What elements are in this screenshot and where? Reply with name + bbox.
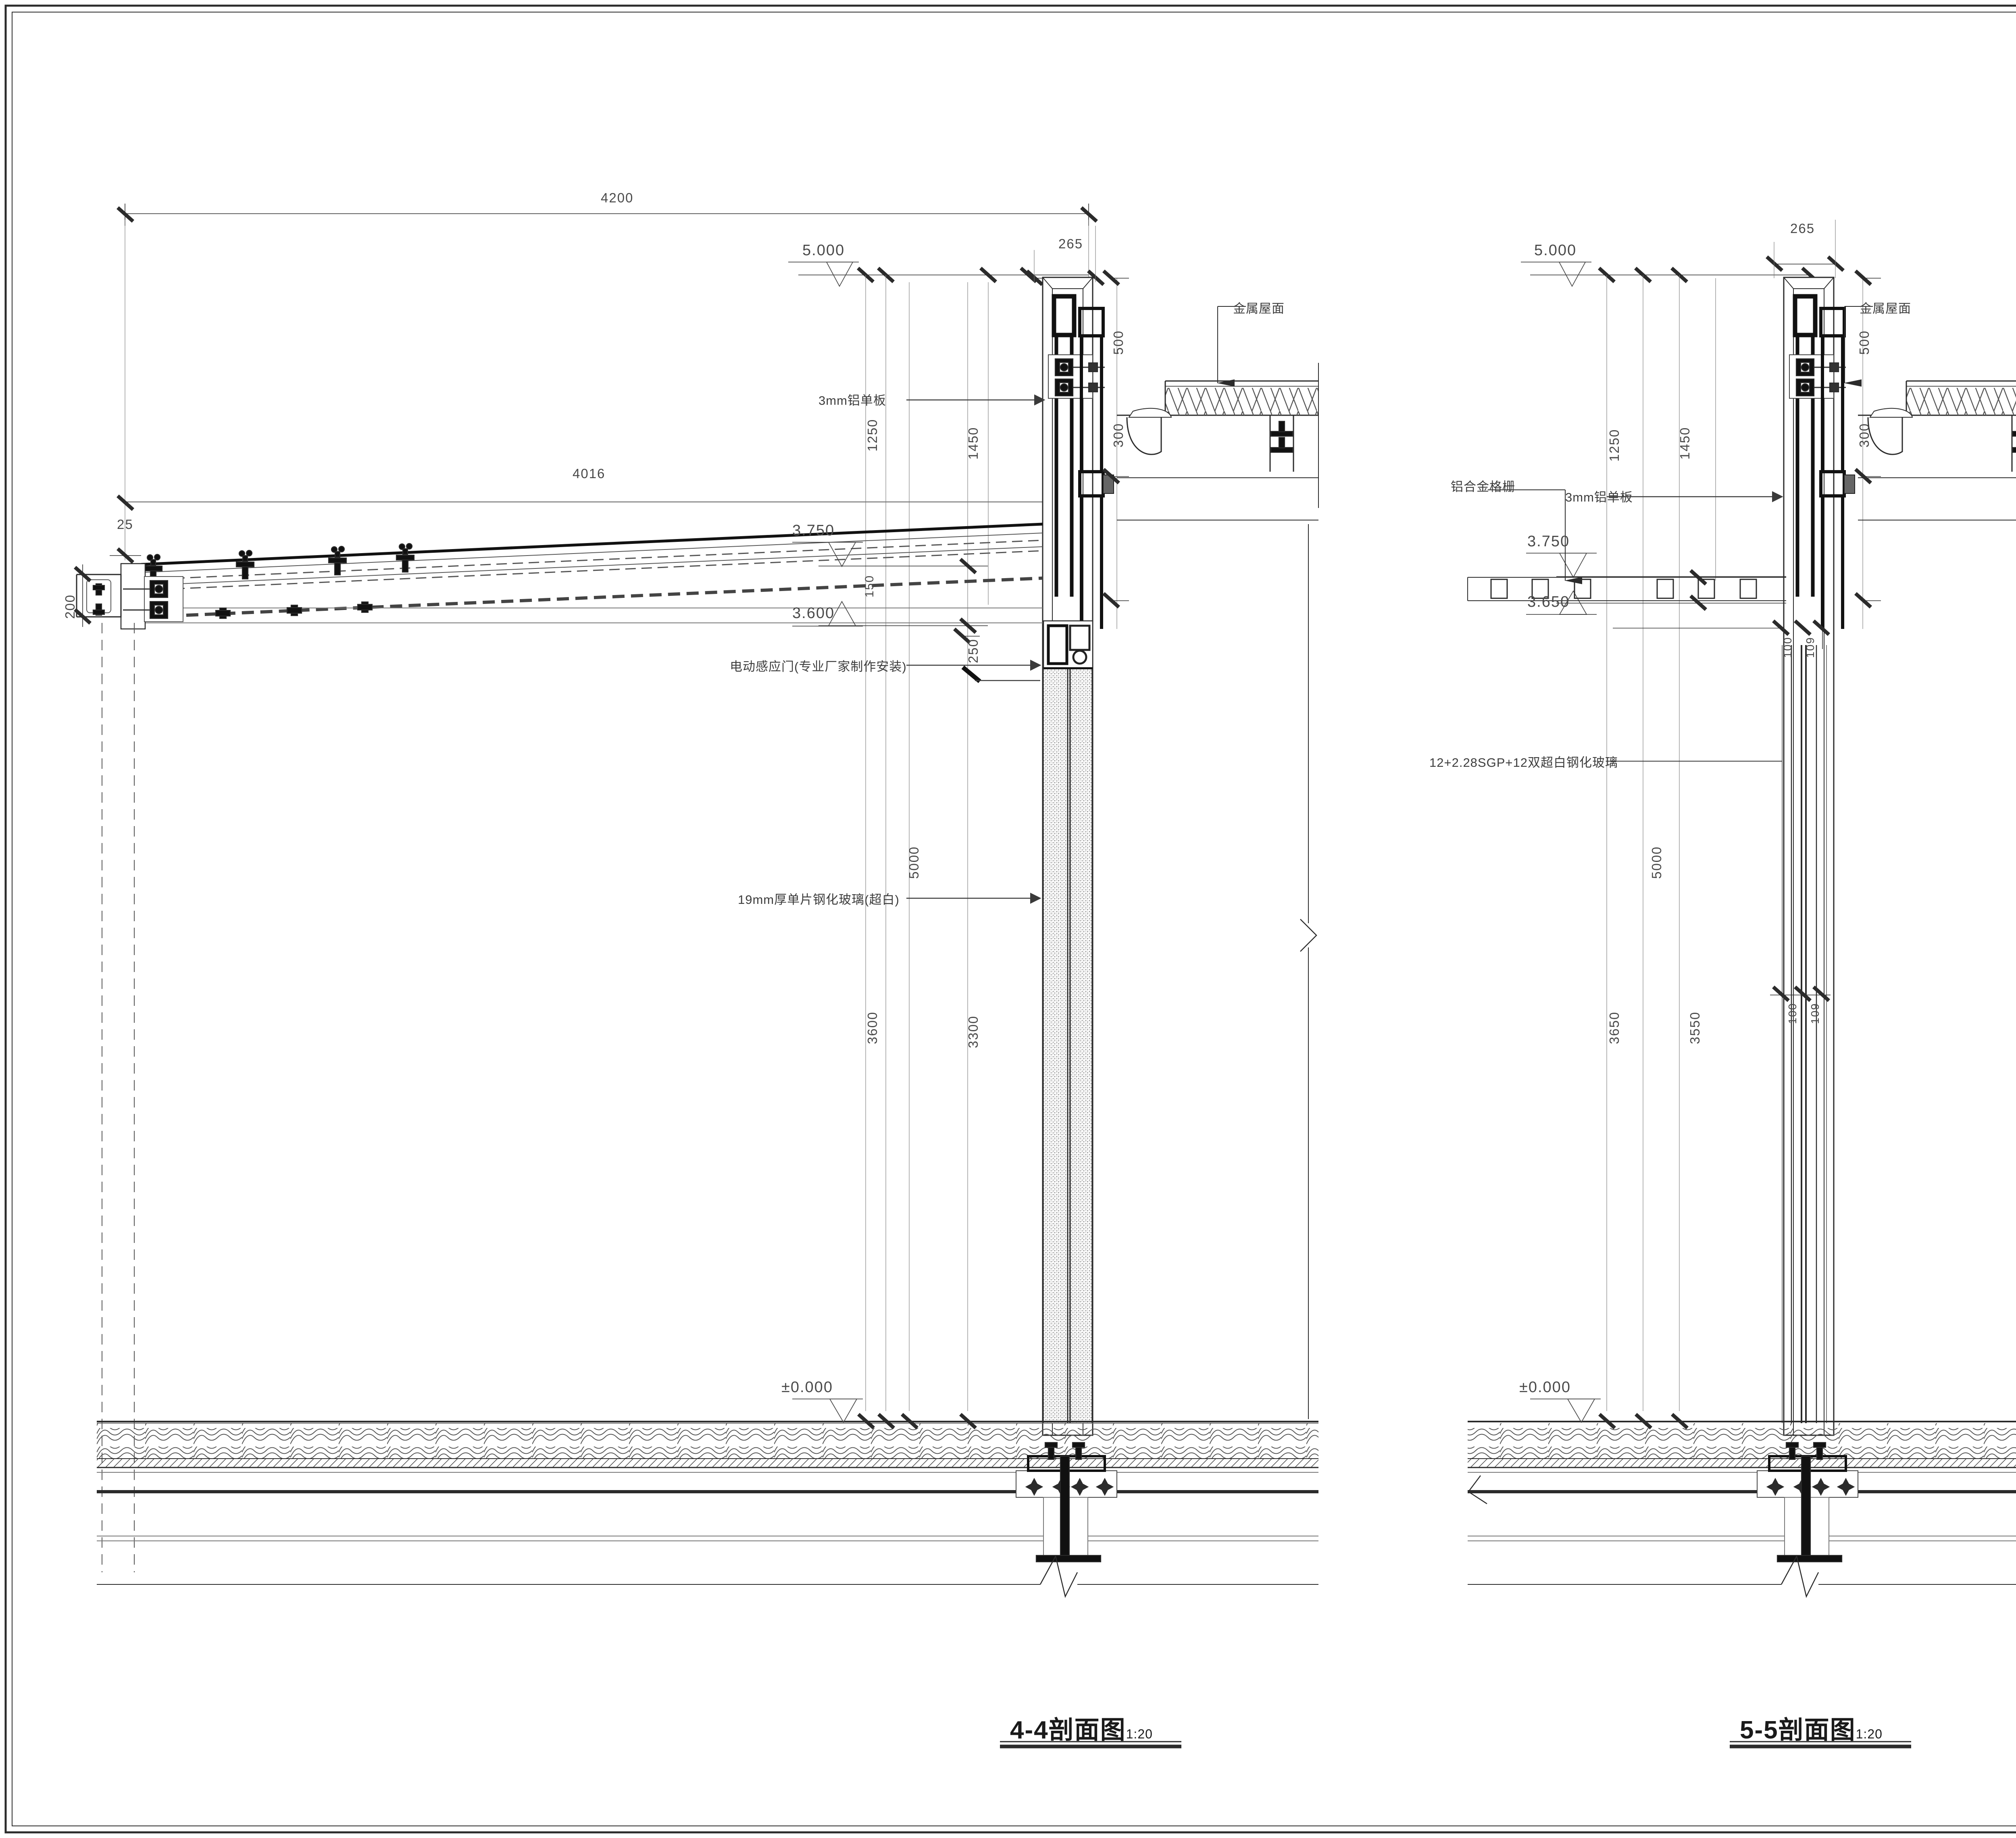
dimension-5000-right: 5000 [1649, 846, 1664, 879]
annotation-aluminium-panel-right: 3mm铝单板 [1565, 490, 1633, 504]
elevation-3600-left: 3.600 [792, 605, 835, 622]
elevation-5000-left: 5.000 [802, 242, 845, 259]
annotation-aluminium-panel-left: 3mm铝单板 [818, 393, 886, 408]
elevation-zero-right: ±0.000 [1519, 1379, 1571, 1396]
section-scale-4-4: 1:20 [1126, 1727, 1153, 1741]
elevation-3650-right: 3.650 [1527, 593, 1570, 610]
dimension-3600: 3600 [865, 1011, 880, 1044]
dimension-1250-left: 1250 [865, 418, 880, 452]
dimension-150: 150 [863, 575, 876, 597]
dimension-250: 250 [966, 638, 981, 663]
dimension-109-upper: 109 [1804, 637, 1816, 658]
dimension-5000-left: 5000 [906, 846, 921, 879]
section-title-5-5: 5-5剖面图1:20 [1740, 1709, 1883, 1746]
dimension-500-right: 500 [1857, 330, 1872, 355]
dimension-1250-right: 1250 [1607, 429, 1622, 462]
dimension-109-lower: 109 [1809, 1003, 1821, 1024]
dimension-300-left: 300 [1111, 423, 1126, 448]
dimension-1450-left: 1450 [966, 427, 981, 460]
annotation-laminated-glass: 12+2.28SGP+12双超白钢化玻璃 [1429, 756, 1618, 770]
annotation-automatic-door: 电动感应门(专业厂家制作安装) [730, 660, 907, 674]
dimension-100-upper: 100 [1781, 637, 1794, 658]
dimension-3650: 3650 [1607, 1011, 1622, 1044]
dimension-3550: 3550 [1687, 1011, 1702, 1044]
dimension-265-right: 265 [1790, 221, 1815, 236]
section-scale-5-5: 1:20 [1856, 1727, 1883, 1741]
annotation-metal-roof-right: 金属屋面 [1860, 302, 1911, 316]
dimension-265-left: 265 [1058, 236, 1083, 251]
section-title-4-4-text: 4-4剖面图 [1010, 1716, 1126, 1744]
elevation-zero-left: ±0.000 [781, 1379, 833, 1396]
elevation-3750-left: 3.750 [792, 522, 835, 539]
annotation-tempered-glass-left: 19mm厚单片钢化玻璃(超白) [738, 893, 900, 907]
dimension-500-left: 500 [1111, 330, 1126, 355]
dimension-3300: 3300 [966, 1015, 981, 1048]
dimension-200: 200 [62, 594, 77, 619]
annotation-aluminium-grille: 铝合金格栅 [1451, 480, 1515, 494]
dimension-100-lower: 100 [1786, 1003, 1799, 1024]
elevation-5000-right: 5.000 [1534, 242, 1577, 259]
dimension-4016: 4016 [573, 466, 606, 481]
section-title-5-5-text: 5-5剖面图 [1740, 1716, 1856, 1744]
dimension-4200: 4200 [601, 190, 634, 205]
dimension-25: 25 [117, 517, 133, 532]
dimension-1450-right: 1450 [1677, 427, 1692, 460]
elevation-3750-right: 3.750 [1527, 533, 1570, 550]
section-title-4-4: 4-4剖面图1:20 [1010, 1709, 1153, 1746]
dimension-300-right: 300 [1857, 423, 1872, 448]
annotation-metal-roof-left: 金属屋面 [1233, 302, 1285, 316]
